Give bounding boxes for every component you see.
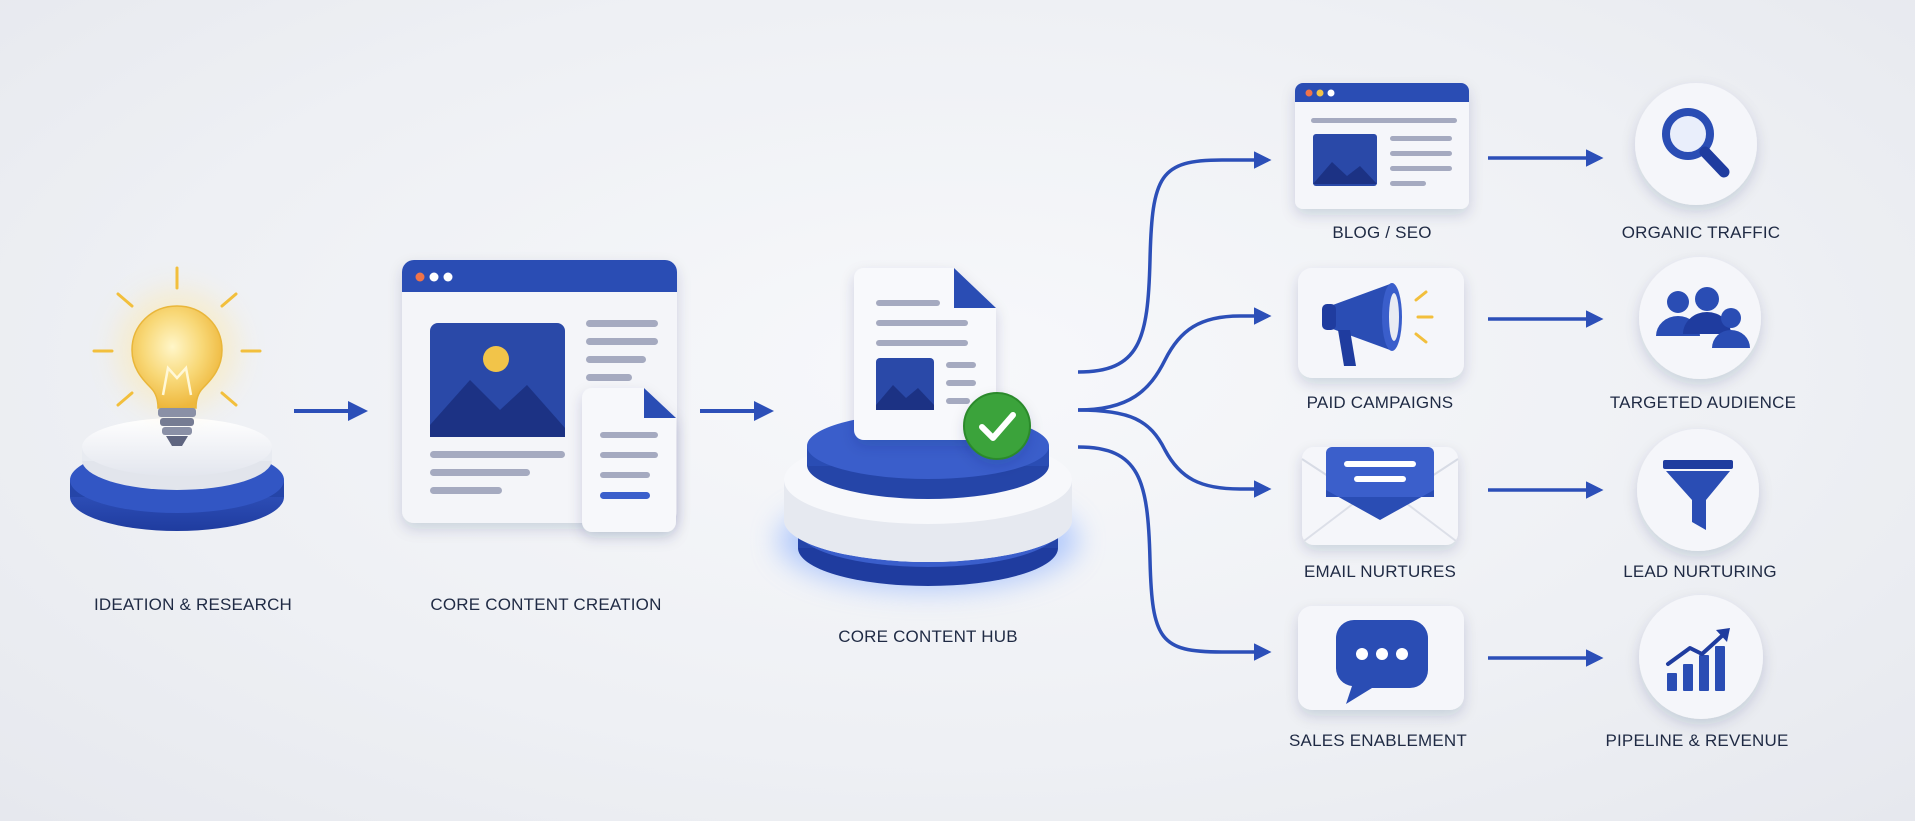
- browser-page-icon: [1295, 83, 1469, 209]
- connector-to-blog: [1077, 151, 1272, 374]
- outcome-pipeline-revenue: PIPELINE & REVENUE: [1605, 595, 1788, 750]
- creation-label: CORE CONTENT CREATION: [430, 595, 661, 614]
- outcome-label: LEAD NURTURING: [1623, 562, 1777, 581]
- outcome-organic-traffic: ORGANIC TRAFFIC: [1622, 83, 1781, 242]
- outcome-arrows: [1488, 149, 1604, 667]
- outcome-label: ORGANIC TRAFFIC: [1622, 223, 1781, 242]
- outcome-label: PIPELINE & REVENUE: [1605, 731, 1788, 750]
- channel-email-nurtures: EMAIL NURTURES: [1301, 447, 1459, 581]
- channel-label: BLOG / SEO: [1332, 223, 1431, 242]
- document-icon: [582, 388, 676, 532]
- channel-label: SALES ENABLEMENT: [1289, 731, 1467, 750]
- channel-paid-campaigns: PAID CAMPAIGNS: [1298, 268, 1464, 412]
- hub-label: CORE CONTENT HUB: [838, 627, 1018, 646]
- ideation-stage: IDEATION & RESEARCH: [70, 266, 292, 614]
- channel-blog-seo: BLOG / SEO: [1295, 83, 1469, 242]
- people-icon: [1656, 287, 1750, 348]
- checkmark-icon: [963, 392, 1031, 460]
- outcome-label: TARGETED AUDIENCE: [1610, 393, 1796, 412]
- hub-pedestal: [778, 413, 1078, 590]
- ideation-pedestal: [70, 418, 284, 531]
- browser-window-icon: [402, 260, 677, 523]
- chat-bubble-icon: [1335, 620, 1428, 704]
- hub-document-icon: [854, 268, 996, 440]
- lightbulb-icon: [92, 266, 262, 446]
- channel-sales-enablement: SALES ENABLEMENT: [1289, 606, 1467, 750]
- branch-connectors: [1077, 151, 1272, 661]
- outcome-targeted-audience: TARGETED AUDIENCE: [1610, 257, 1796, 412]
- ideation-label: IDEATION & RESEARCH: [94, 595, 292, 614]
- funnel-icon: [1663, 460, 1733, 530]
- creation-stage: CORE CONTENT CREATION: [402, 260, 677, 614]
- outcome-lead-nurturing: LEAD NURTURING: [1623, 429, 1777, 581]
- connector-to-email: [1077, 408, 1272, 498]
- growth-chart-icon: [1666, 628, 1730, 691]
- channel-label: EMAIL NURTURES: [1304, 562, 1456, 581]
- magnifier-icon: [1662, 108, 1730, 178]
- connector-to-paid: [1077, 307, 1272, 412]
- hub-stage: CORE CONTENT HUB: [778, 268, 1078, 646]
- channel-label: PAID CAMPAIGNS: [1307, 393, 1454, 412]
- connector-to-sales: [1077, 445, 1272, 661]
- envelope-icon: [1301, 447, 1459, 545]
- megaphone-icon: [1322, 283, 1434, 366]
